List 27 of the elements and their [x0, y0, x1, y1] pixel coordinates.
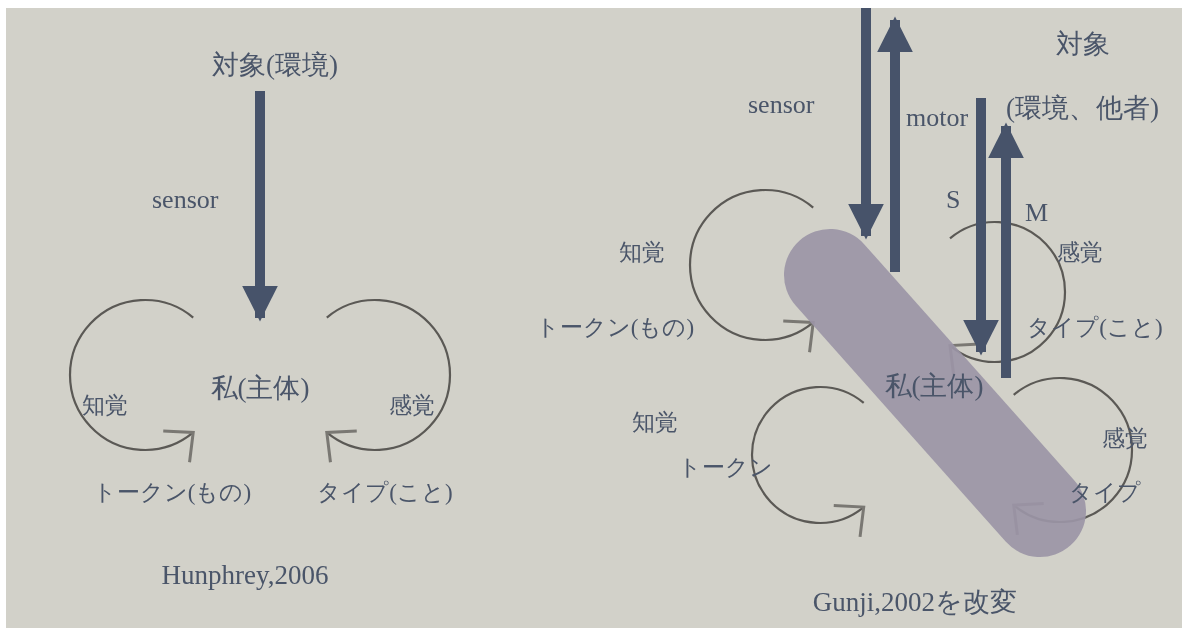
token-label: トークン(もの): [535, 313, 695, 342]
arrow: [242, 91, 278, 322]
arrow: [988, 122, 1024, 378]
edge-label: motor: [906, 103, 969, 133]
citation: Gunji,2002を改変: [812, 586, 1018, 619]
perception-label: 知覚: [632, 408, 678, 437]
perception-label: 知覚: [82, 391, 128, 420]
arrow: [963, 98, 999, 356]
subject-label: 私(主体): [883, 370, 985, 403]
type-label: タイプ(こと): [1027, 313, 1163, 342]
arrow: [848, 8, 884, 240]
sensation-label: 感覚: [389, 391, 435, 420]
subject-label: 私(主体): [209, 372, 311, 405]
arrow: [877, 16, 913, 272]
object-label: 対象: [1054, 28, 1111, 61]
citation: Hunphrey,2006: [161, 559, 329, 591]
sensation-label: 感覚: [1057, 238, 1103, 267]
type-label: タイプ: [1069, 478, 1141, 507]
type-label: タイプ(こと): [317, 478, 453, 507]
edge-label: sensor: [152, 185, 219, 215]
token-label: トークン(もの): [92, 478, 252, 507]
object-label: 対象(環境): [211, 49, 339, 82]
perception-label: 知覚: [619, 238, 665, 267]
object-label: (環境、他者): [1005, 92, 1160, 125]
edge-label: S: [946, 185, 961, 215]
edge-label: sensor: [748, 90, 815, 120]
edge-label: M: [1025, 198, 1049, 228]
